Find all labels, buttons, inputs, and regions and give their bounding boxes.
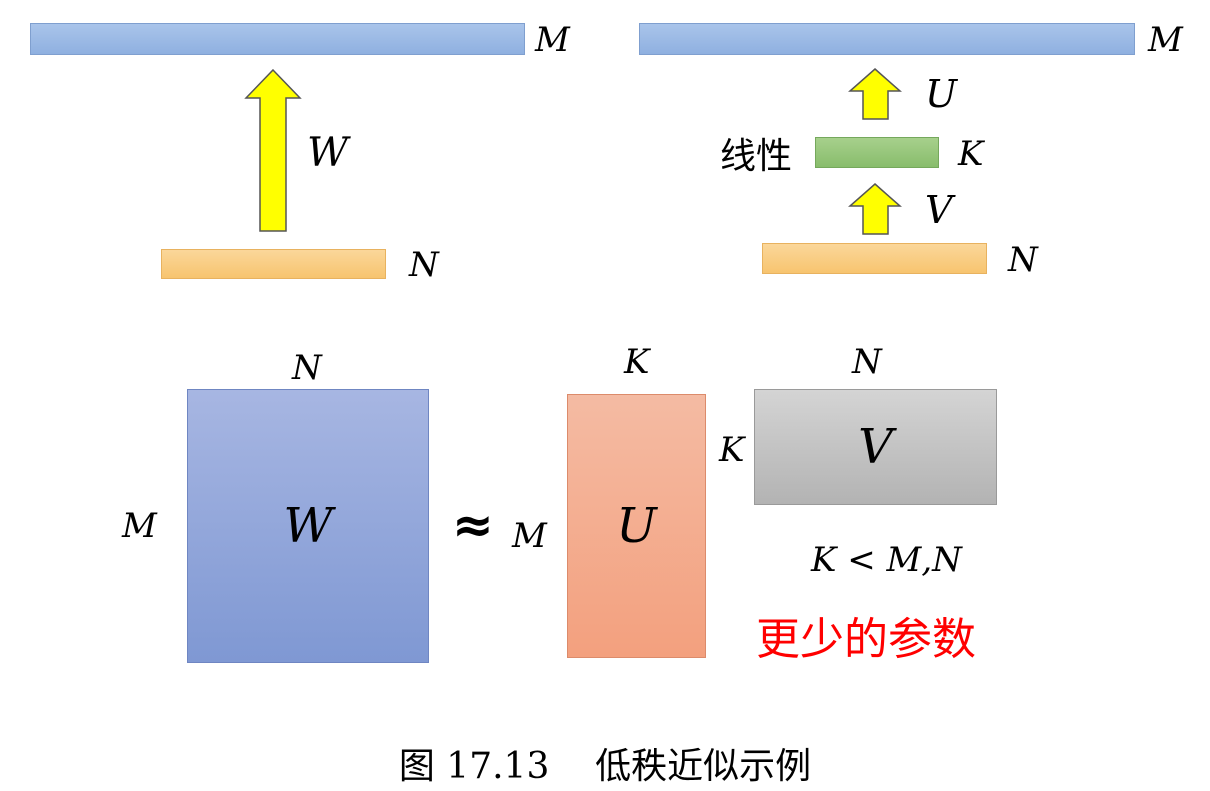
output-label: M <box>535 20 570 60</box>
v-side-label: K <box>719 430 745 470</box>
up-arrow-icon <box>848 68 902 120</box>
w-label: W <box>283 498 333 554</box>
up-label: U <box>925 72 958 116</box>
input-bar-n-right <box>762 243 987 274</box>
approx-symbol: ≈ <box>452 496 494 554</box>
fewer-params-note: 更少的参数 <box>756 614 976 665</box>
output-bar-m-right <box>639 23 1135 55</box>
w-top-label: N <box>292 348 322 388</box>
weight-arrow-icon <box>244 68 302 232</box>
output-label-right: M <box>1148 20 1183 60</box>
input-label-right: N <box>1008 240 1038 280</box>
input-bar-n <box>161 249 386 279</box>
matrix-v: V <box>754 389 997 505</box>
u-side-label: M <box>512 516 547 556</box>
w-side-label: M <box>122 506 157 546</box>
rank-condition: K < M,N <box>811 540 962 580</box>
output-bar-m <box>30 23 525 55</box>
v-label: V <box>858 419 893 475</box>
hidden-bar-k <box>815 137 939 168</box>
figure-caption: 图 17.13 低秩近似示例 <box>398 746 812 787</box>
down-label: V <box>925 188 953 232</box>
v-top-label: N <box>852 342 882 382</box>
matrix-w: W <box>187 389 429 663</box>
weight-label: W <box>307 130 349 176</box>
u-label: U <box>616 498 657 554</box>
input-label: N <box>409 245 439 285</box>
matrix-u: U <box>567 394 706 658</box>
u-top-label: K <box>624 342 650 382</box>
linear-label: 线性 <box>720 136 793 177</box>
hidden-label: K <box>958 134 984 174</box>
down-arrow-icon <box>848 183 902 235</box>
